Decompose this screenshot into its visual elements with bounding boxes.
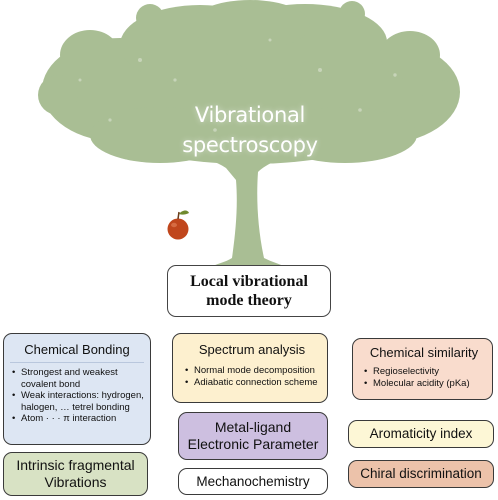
mechanochemistry-box: Mechanochemistry xyxy=(178,468,328,495)
tree-illustration xyxy=(38,0,460,268)
intrinsic-vibrations-box: Intrinsic fragmental Vibrations xyxy=(3,452,148,496)
list-item: Weak interactions: hydrogen, halogen, … … xyxy=(12,390,144,413)
chiral-discrimination-box: Chiral discrimination xyxy=(348,460,494,488)
list-item: Strongest and weakest covalent bond xyxy=(12,367,144,390)
list-item: Normal mode decomposition xyxy=(185,365,321,377)
list-item: Adiabatic connection scheme xyxy=(185,377,321,389)
chemical-bonding-list: Strongest and weakest covalent bond Weak… xyxy=(10,367,144,425)
metal-ligand-box: Metal-ligand Electronic Parameter xyxy=(178,412,328,460)
list-item: Atom · · · π interaction xyxy=(12,413,144,425)
aromaticity-index-title: Aromaticity index xyxy=(369,426,473,441)
divider xyxy=(10,362,144,363)
intrinsic-line-2: Vibrations xyxy=(44,474,107,490)
chemical-bonding-title: Chemical Bonding xyxy=(24,342,130,357)
intrinsic-line-1: Intrinsic fragmental xyxy=(16,457,135,473)
title-line-1: Vibrational xyxy=(194,103,306,127)
chemical-bonding-box: Chemical Bonding Strongest and weakest c… xyxy=(3,333,151,445)
mechanochemistry-title: Mechanochemistry xyxy=(196,474,310,489)
center-line-2: mode theory xyxy=(206,292,292,309)
spectrum-analysis-box: Spectrum analysis Normal mode decomposit… xyxy=(172,333,328,403)
title-line-2: spectroscopy xyxy=(182,133,318,157)
chemical-similarity-box: Chemical similarity Regioselectivity Mol… xyxy=(352,338,493,400)
chemical-similarity-title: Chemical similarity xyxy=(369,345,479,360)
center-line-1: Local vibrational xyxy=(190,273,308,290)
aromaticity-index-box: Aromaticity index xyxy=(348,420,494,448)
spectrum-analysis-list: Normal mode decomposition Adiabatic conn… xyxy=(183,365,321,388)
diagram-title: Vibrational spectroscopy xyxy=(160,100,340,160)
chemical-similarity-list: Regioselectivity Molecular acidity (pKa) xyxy=(362,366,486,389)
metal-ligand-line-2: Electronic Parameter xyxy=(187,436,319,452)
list-item: Molecular acidity (pKa) xyxy=(364,378,486,390)
apple-icon xyxy=(167,210,189,240)
local-mode-theory-box: Local vibrational mode theory xyxy=(167,265,331,317)
spectrum-analysis-title: Spectrum analysis xyxy=(198,342,306,357)
metal-ligand-line-1: Metal-ligand xyxy=(214,419,292,435)
list-item: Regioselectivity xyxy=(364,366,486,378)
chiral-discrimination-title: Chiral discrimination xyxy=(360,466,482,481)
